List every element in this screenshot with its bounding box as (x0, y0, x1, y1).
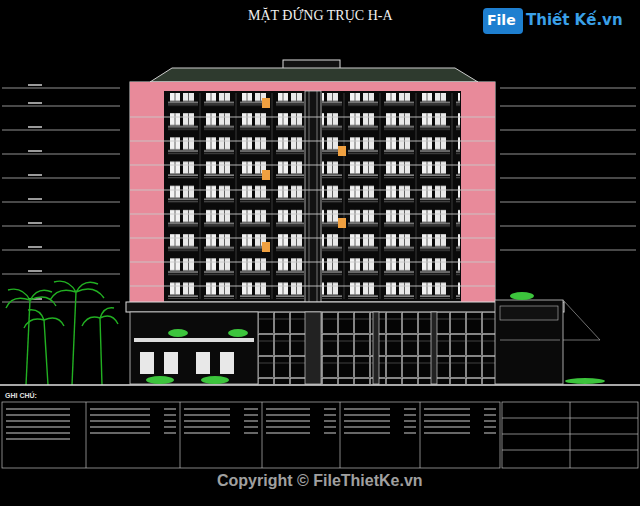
watermark: Copyright © FileThietKe.vn (217, 472, 423, 490)
drawing-title: MẶT ĐỨNG TRỤC H-A (248, 8, 393, 24)
logo-text: File (487, 12, 516, 28)
logo-text: Thiết Kế.vn (526, 11, 623, 29)
notes-heading: GHI CHÚ: (5, 392, 37, 399)
